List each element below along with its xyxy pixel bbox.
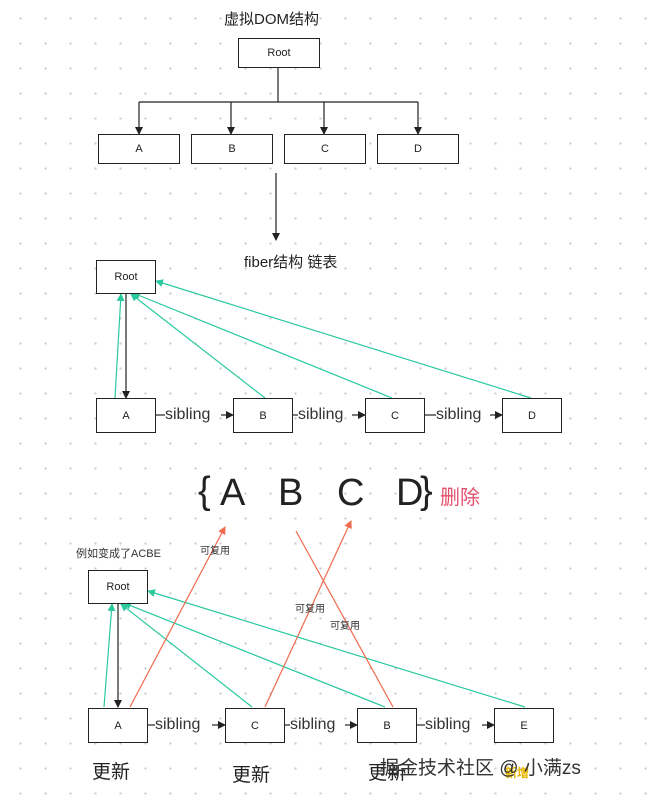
reuse-arrows xyxy=(129,520,394,708)
delete-label: 删除 xyxy=(440,487,480,509)
fiber-return-lines xyxy=(114,279,532,399)
vdom-node-b: B xyxy=(191,134,273,164)
reuse-label-b: 可复用 xyxy=(330,621,360,632)
example-label: 例如变成了ACBE xyxy=(76,548,161,560)
old-item-d: D xyxy=(396,472,424,514)
reuse-label-a: 可复用 xyxy=(200,546,230,557)
fiber-node-b: B xyxy=(233,398,293,433)
brace-open: { xyxy=(198,470,211,512)
diff-sibling-label-3: sibling xyxy=(425,716,471,733)
fiber-node-d: D xyxy=(502,398,562,433)
update-label-b: 更新 xyxy=(368,763,407,784)
vdom-tree-lines xyxy=(135,67,422,241)
vdom-node-a: A xyxy=(98,134,180,164)
diff-return-lines xyxy=(103,589,526,708)
update-label-a: 更新 xyxy=(92,762,131,783)
fiber-node-c: C xyxy=(365,398,425,433)
fiber-root-node: Root xyxy=(96,260,156,294)
update-label-c: 更新 xyxy=(232,765,271,786)
fiber-title: fiber结构 链表 xyxy=(244,254,338,271)
diff-node-c: C xyxy=(225,708,285,743)
diff-sibling-label-1: sibling xyxy=(155,716,201,733)
fiber-sibling-label-2: sibling xyxy=(298,406,344,423)
diff-root-node: Root xyxy=(88,570,148,604)
brace-close: } xyxy=(420,470,433,512)
diff-node-a: A xyxy=(88,708,148,743)
diff-node-e: E xyxy=(494,708,554,743)
vdom-node-d: D xyxy=(377,134,459,164)
vdom-title: 虚拟DOM结构 xyxy=(224,11,319,28)
reuse-label-c: 可复用 xyxy=(295,604,325,615)
fiber-node-a: A xyxy=(96,398,156,433)
old-item-b: B xyxy=(278,472,304,514)
old-item-c: C xyxy=(337,472,365,514)
diff-node-b: B xyxy=(357,708,417,743)
vdom-node-c: C xyxy=(284,134,366,164)
diff-sibling-label-2: sibling xyxy=(290,716,336,733)
fiber-sibling-label-1: sibling xyxy=(165,406,211,423)
vdom-root-node: Root xyxy=(238,38,320,68)
watermark: 掘金技术社区 @ 小满zs xyxy=(380,758,581,779)
new-label-e: 新增 xyxy=(505,766,530,780)
fiber-sibling-label-3: sibling xyxy=(436,406,482,423)
old-item-a: A xyxy=(220,472,246,514)
